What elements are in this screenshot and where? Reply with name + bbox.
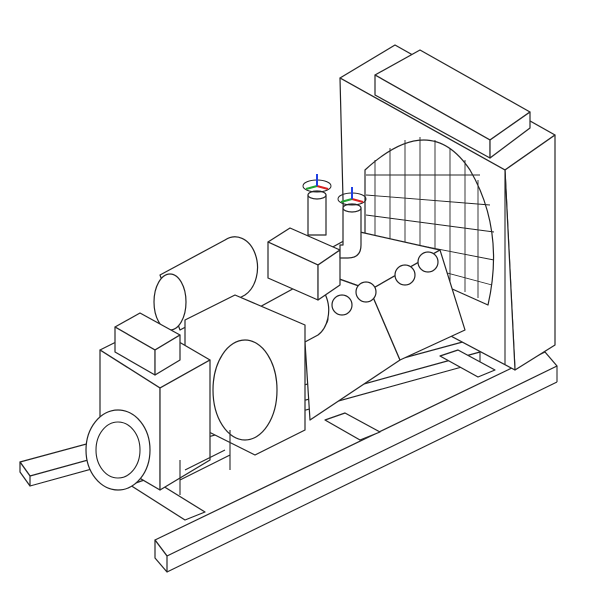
radiator-top-tank xyxy=(374,49,531,159)
cross-members xyxy=(129,349,496,521)
air-filter-rear xyxy=(153,236,259,331)
alternator-feet xyxy=(179,430,231,495)
front-skid-rail xyxy=(154,351,558,573)
turbo-housing xyxy=(267,227,341,301)
exhaust-pipes xyxy=(307,190,362,259)
alternator xyxy=(85,312,231,495)
ucs-gizmo-icon[interactable] xyxy=(337,187,367,206)
ucs-gizmo-icon[interactable] xyxy=(302,174,332,193)
terminal-box xyxy=(114,312,181,376)
flywheel-housing xyxy=(184,294,306,456)
